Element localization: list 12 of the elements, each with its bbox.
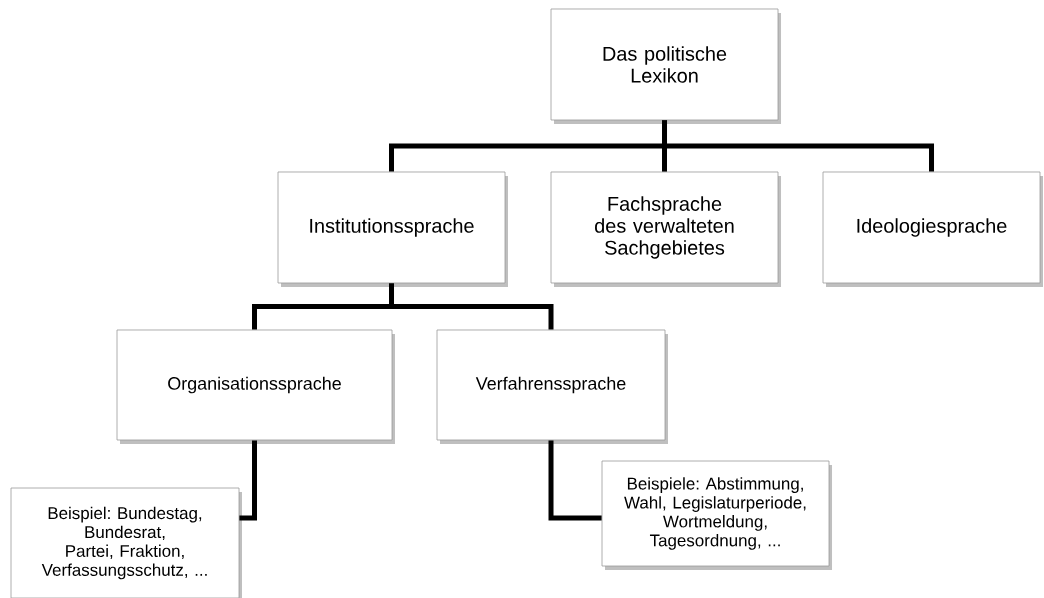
text-box: Institutionssprache: [277, 171, 508, 287]
connector: [548, 440, 602, 521]
text-box: Ideologiesprache: [822, 171, 1043, 287]
text-box: Beispiel: Bundestag, Bundesrat, Partei, Fraktion, Verfassungsschutz, ...: [10, 487, 242, 598]
text-box: Das politische Lexikon: [550, 8, 781, 124]
text-box: Verfahrenssprache: [436, 329, 668, 444]
text-box: Fachsprache des verwalteten Sachgebietes: [550, 171, 781, 287]
text-box: Organisationssprache: [116, 329, 395, 444]
text-box: Beispiele: Abstimmung, Wahl, Legislaturperiode, Wortmeldung, Tagesordnung, ...: [601, 460, 832, 570]
connector: [389, 283, 554, 330]
connector: [239, 440, 257, 521]
connector: [662, 120, 934, 172]
